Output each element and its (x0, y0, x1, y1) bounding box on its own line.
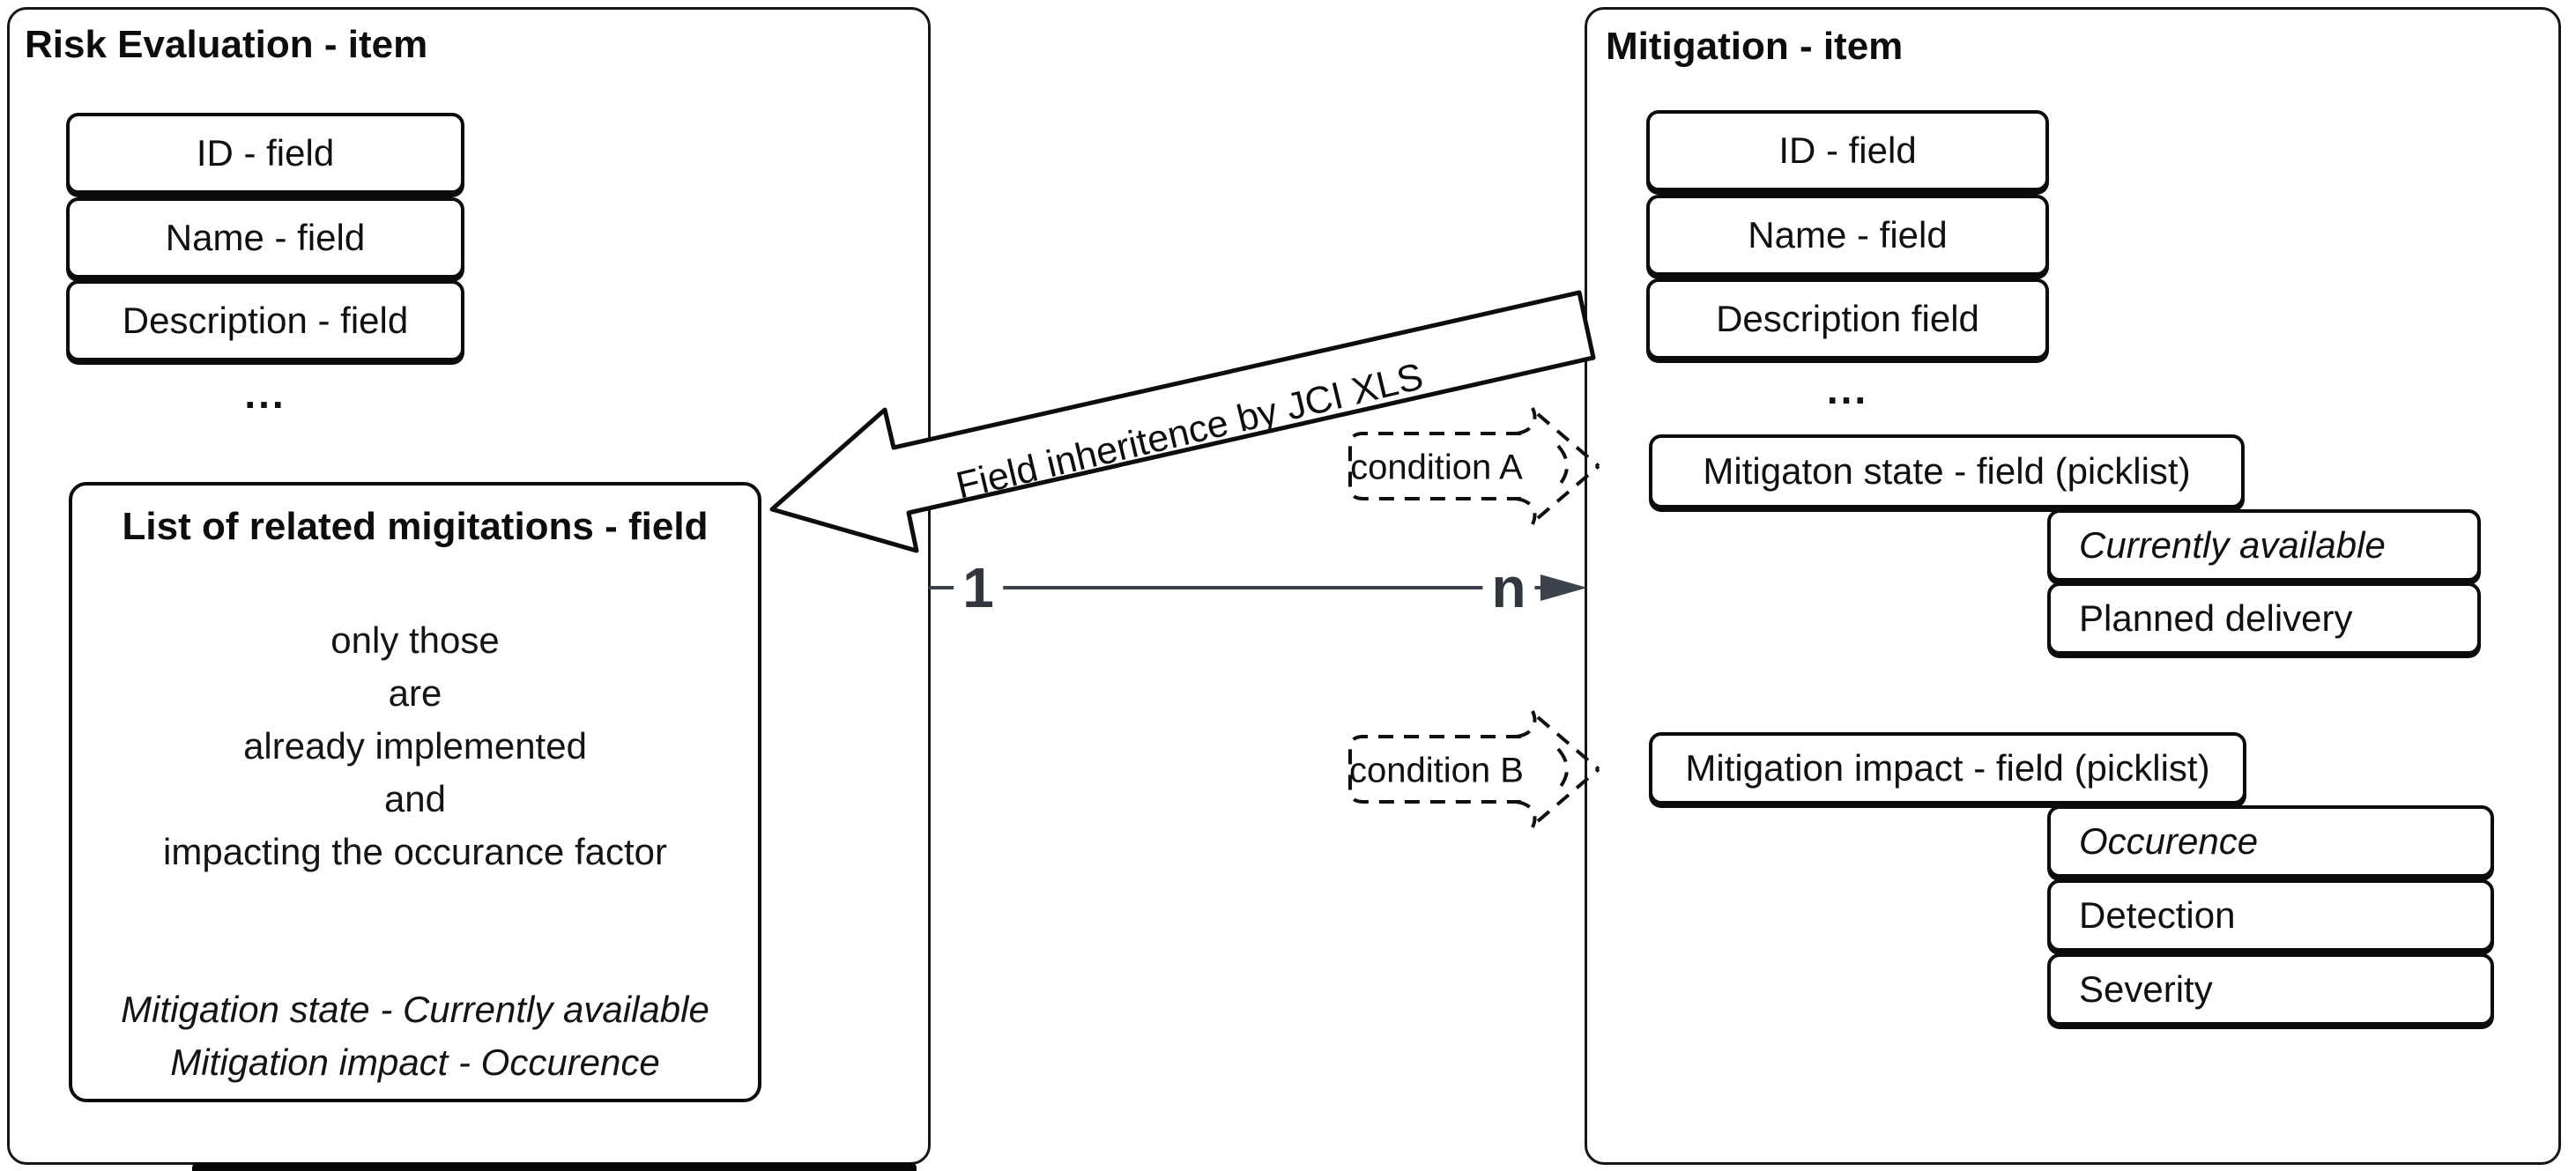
impact-option-occurence: Occurence (2047, 805, 2494, 878)
related-mitigations-box: List of related migitations - field only… (69, 482, 761, 1102)
note-line: impacting the occurance factor (163, 831, 667, 872)
cropped-box-edge (192, 1163, 917, 1171)
note-line: are (388, 672, 442, 714)
cardinality-one: 1 (954, 560, 1003, 616)
mitigation-fields-ellipsis: ... (1826, 367, 1869, 412)
mitigation-state-field-label: Mitigaton state - field (picklist) (1703, 450, 2191, 492)
mitigation-field-name: Name - field (1646, 195, 2049, 276)
mitigation-title: Mitigation - item (1606, 25, 1904, 68)
relation-arrowhead-icon (1540, 574, 1587, 601)
mitigation-field-description-label: Description field (1716, 298, 1979, 339)
risk-field-name: Name - field (66, 197, 464, 278)
impact-option-label: Severity (2079, 968, 2213, 1010)
mitigation-impact-field-label: Mitigation impact - field (picklist) (1685, 747, 2210, 789)
related-mitigations-title: List of related migitations - field (122, 505, 709, 548)
note-line: only those (330, 619, 500, 661)
condition-a-label: condition A (1350, 448, 1523, 487)
risk-field-id-label: ID - field (196, 132, 335, 174)
impact-option-label: Occurence (2079, 820, 2259, 862)
risk-field-description-label: Description - field (122, 300, 409, 341)
impact-option-detection: Detection (2047, 879, 2494, 952)
mitigation-field-id-label: ID - field (1778, 130, 1917, 171)
state-option-label: Planned delivery (2079, 597, 2353, 639)
risk-field-description: Description - field (66, 280, 464, 361)
risk-field-id: ID - field (66, 113, 464, 194)
note-line: and (383, 778, 447, 819)
mitigation-field-id: ID - field (1646, 110, 2049, 191)
example-line: Mitigation impact - Occurence (170, 1041, 660, 1083)
state-option-currently-available: Currently available (2047, 509, 2481, 582)
impact-option-label: Detection (2079, 894, 2236, 936)
risk-evaluation-title: Risk Evaluation - item (25, 23, 428, 66)
related-mitigations-notes: only those are already implemented and i… (72, 614, 758, 878)
risk-field-name-label: Name - field (165, 217, 366, 258)
note-line: already implemented (243, 725, 587, 767)
mitigation-impact-field: Mitigation impact - field (picklist) (1649, 732, 2246, 804)
mitigation-state-field: Mitigaton state - field (picklist) (1649, 434, 2245, 508)
impact-option-severity: Severity (2047, 953, 2494, 1026)
example-line: Mitigation state - Currently available (121, 989, 709, 1030)
condition-b-label: condition B (1349, 751, 1524, 790)
state-option-label: Currently available (2079, 524, 2386, 566)
state-option-planned-delivery: Planned delivery (2047, 582, 2481, 655)
risk-fields-ellipsis: ... (244, 371, 286, 417)
cardinality-n: n (1482, 560, 1535, 616)
mitigation-field-description: Description field (1646, 278, 2049, 359)
related-mitigations-examples: Mitigation state - Currently available M… (72, 983, 758, 1089)
mitigation-field-name-label: Name - field (1748, 214, 1948, 256)
